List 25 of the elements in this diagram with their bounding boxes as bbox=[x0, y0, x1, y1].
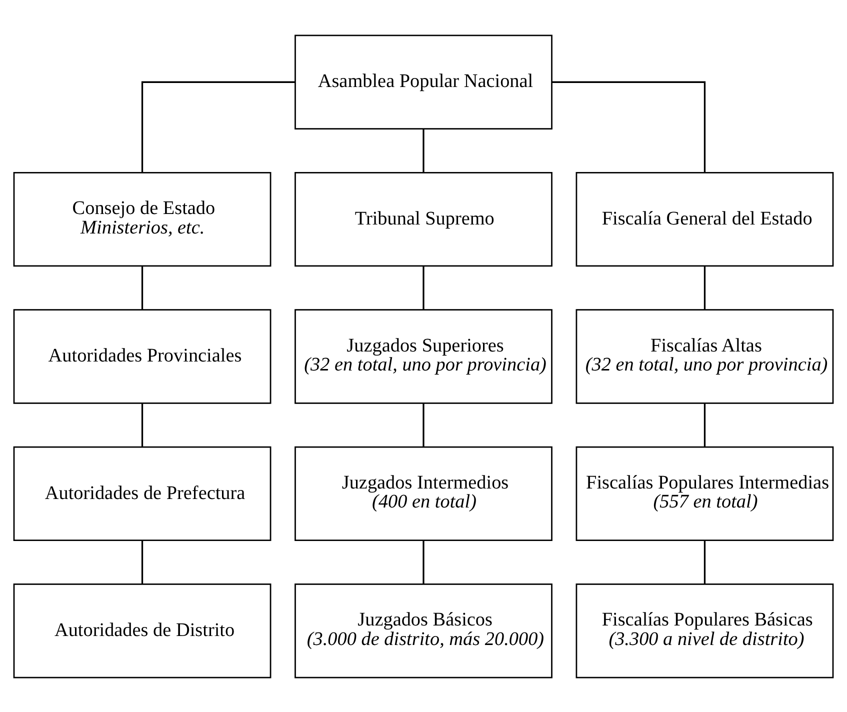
connector bbox=[704, 540, 706, 584]
node-box: Juzgados Intermedios (400 en total) bbox=[294, 446, 552, 541]
node-box: Juzgados Básicos (3.000 de distrito, más 20.000) bbox=[294, 583, 552, 678]
connector bbox=[141, 266, 144, 309]
connector bbox=[422, 266, 424, 309]
node-box: Autoridades de Prefectura bbox=[13, 446, 272, 541]
node-box: Consejo de Estado Ministerios, etc. bbox=[13, 171, 272, 266]
connector bbox=[552, 80, 706, 172]
node-box: Fiscalías Populares Básicas (3.300 a nivel de distrito) bbox=[576, 583, 834, 678]
node-box: Autoridades de Distrito bbox=[13, 583, 272, 678]
node-box: Fiscalías Altas (32 en total, uno por provincia) bbox=[576, 308, 834, 404]
node-box: Tribunal Supremo bbox=[294, 171, 552, 266]
node-box: Juzgados Superiores (32 en total, uno por provincia) bbox=[294, 308, 552, 404]
node-box: Autoridades Provinciales bbox=[13, 308, 272, 404]
node-box: Asamblea Popular Nacional bbox=[294, 34, 552, 129]
connector bbox=[422, 402, 424, 446]
connector bbox=[704, 266, 706, 309]
connector bbox=[141, 540, 144, 584]
node-box: Fiscalía General del Estado bbox=[576, 171, 834, 266]
connector bbox=[422, 540, 424, 584]
connector bbox=[141, 80, 296, 172]
connector bbox=[422, 128, 424, 172]
connector bbox=[141, 402, 144, 446]
connector bbox=[704, 402, 706, 446]
node-box: Fiscalías Populares Intermedias (557 en total) bbox=[576, 446, 834, 541]
